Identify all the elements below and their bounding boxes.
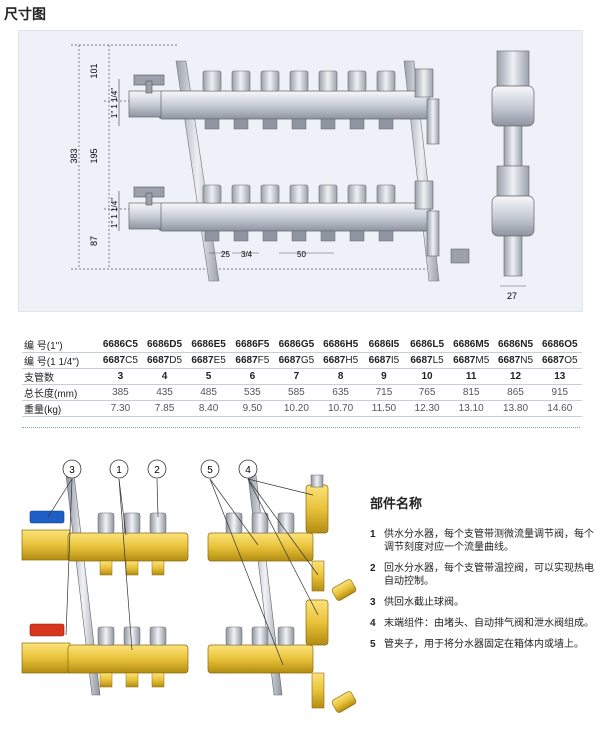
bottom-manifold (128, 180, 470, 264)
legend-item: 1 供水分水器，每个支管带测微流量调节阀，每个调节刻度对应一个流量曲线。 (370, 529, 594, 553)
legend-item: 3 供回水截止球阀。 (370, 597, 464, 608)
callout-4: 4 (238, 459, 258, 479)
section-divider (22, 427, 580, 428)
spec-table: 编 号(1") 6686C5 6686D5 6686E5 6686F5 6686… (22, 337, 582, 417)
dim-101: 101 (89, 63, 99, 78)
top-manifold (128, 68, 440, 145)
dimension-drawing: 383 101 195 87 1" 1 1/4" 1" 1 1/4" (69, 44, 535, 301)
blue-valve-handle (29, 510, 65, 524)
svg-text:3: 3 (69, 465, 75, 476)
parts-illustration: 3 1 2 5 4 (21, 459, 357, 713)
table-row-model-114in: 编 号(1 1/4") 6687C5 6687D5 6687E5 6687F5 … (22, 352, 582, 369)
table-row-length: 总长度(mm) 385 435 485 535 585 635 715 765 … (22, 384, 582, 401)
callout-2: 2 (147, 459, 167, 479)
parts-legend: 部件名称 1 供水分水器，每个支管带测微流量调节阀，每个调节刻度对应一个流量曲线… (370, 493, 595, 659)
row-label-model-114in: 编 号(1 1/4") (22, 352, 99, 369)
return-manifold-illustration (21, 623, 189, 688)
dimension-drawing-panel: 383 101 195 87 1" 1 1/4" 1" 1 1/4" (18, 30, 583, 312)
end-assembly-top (207, 474, 357, 601)
legend-item: 5 管夹子，用于将分水器固定在箱体内或墙上。 (370, 639, 584, 650)
thread-size-bottom: 1" 1 1/4" (110, 198, 119, 228)
legend-item: 2 回水分水器，每个支管带温控阀，可以实现热电自动控制。 (370, 563, 594, 587)
dim-50: 50 (297, 250, 306, 259)
supply-manifold-illustration (21, 510, 189, 576)
callout-1: 1 (109, 459, 129, 479)
table-row-model-1in: 编 号(1") 6686C5 6686D5 6686E5 6686F5 6686… (22, 337, 582, 353)
dim-87: 87 (89, 236, 99, 246)
row-label-model-1in: 编 号(1") (22, 337, 99, 353)
callout-5: 5 (200, 459, 220, 479)
red-valve-handle (29, 623, 65, 637)
dim-3-4: 3/4 (241, 250, 253, 259)
row-label-length: 总长度(mm) (22, 384, 99, 401)
row-label-branches: 支管数 (22, 368, 99, 385)
legend-item: 4 末端组件：由堵头、自动排气阀和泄水阀组成。 (370, 618, 594, 629)
side-view (491, 50, 535, 287)
thread-size-top: 1" 1 1/4" (110, 88, 119, 118)
table-row-branches: 支管数 3 4 5 6 7 8 9 10 11 12 13 (22, 368, 582, 385)
svg-text:4: 4 (245, 465, 251, 476)
svg-text:2: 2 (154, 465, 160, 476)
table-row-weight: 重量(kg) 7.30 7.85 8.40 9.50 10.20 10.70 1… (22, 400, 582, 417)
dim-383: 383 (69, 148, 79, 163)
callout-leaders (47, 478, 319, 666)
svg-text:1: 1 (116, 465, 122, 476)
dim-25: 25 (221, 250, 230, 259)
page-title: 尺寸图 (4, 6, 46, 22)
legend-title: 部件名称 (370, 496, 423, 511)
dimension-lines (71, 44, 439, 270)
end-assembly-bottom (207, 599, 357, 713)
dim-27: 27 (507, 291, 517, 301)
row-label-weight: 重量(kg) (22, 400, 99, 417)
svg-text:5: 5 (207, 465, 213, 476)
dim-195: 195 (89, 148, 99, 163)
callout-3: 3 (62, 459, 82, 479)
